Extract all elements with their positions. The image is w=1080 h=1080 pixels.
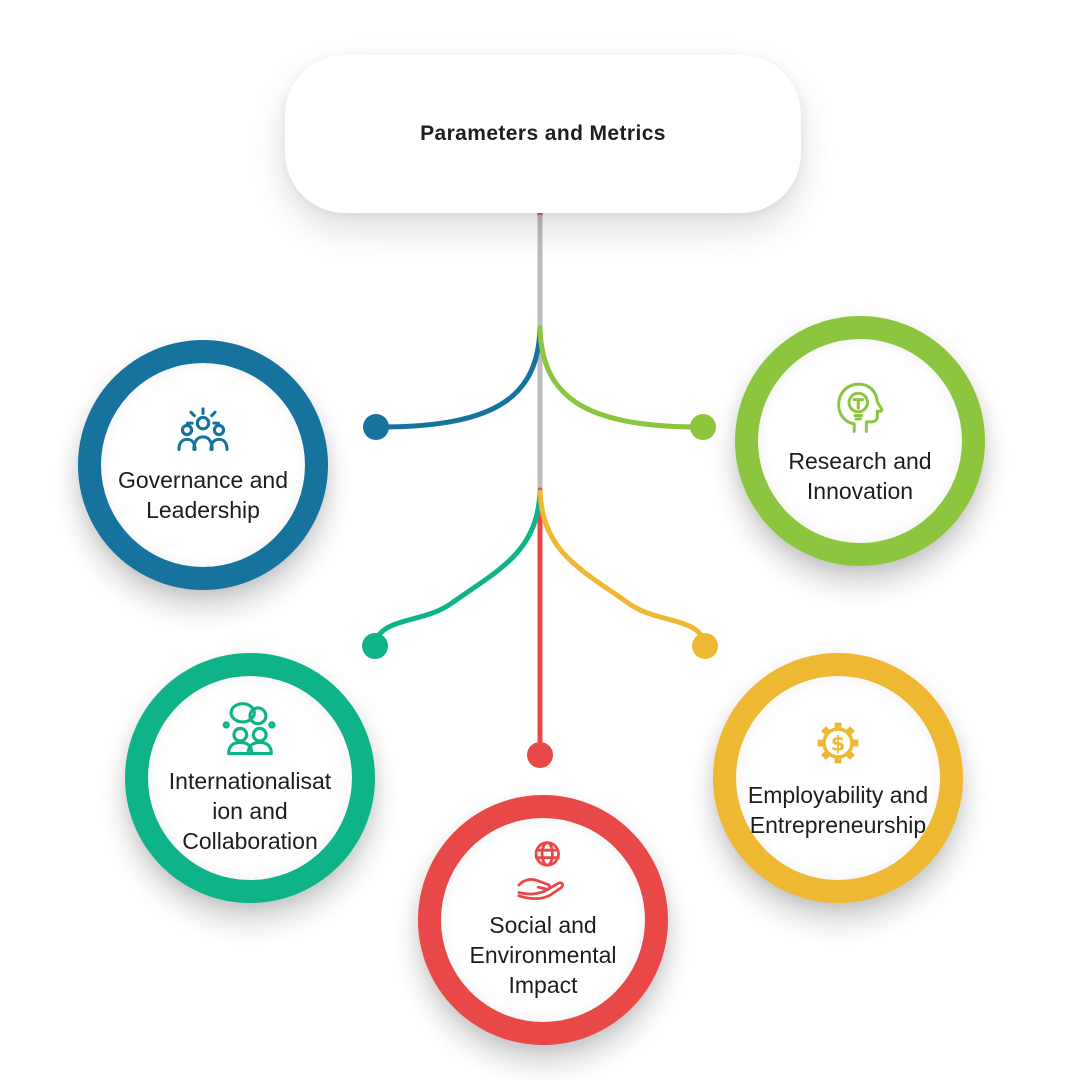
- node-label: Internationalisat ion and Collaboration: [169, 766, 331, 856]
- branch-governance: [377, 325, 543, 430]
- branch-end-dot-internationalisation: [362, 633, 388, 659]
- node-label: Employability and Entrepreneurship: [748, 780, 928, 840]
- branch-internationalisation: [373, 489, 543, 643]
- label-line: Employability and: [747, 782, 929, 808]
- branch-employability: [537, 489, 707, 643]
- branch-end-dot-governance: [363, 414, 389, 440]
- label-line: Impact: [508, 972, 578, 998]
- node-label: Governance and Leadership: [118, 465, 288, 525]
- label-line: Collaboration: [182, 828, 318, 854]
- label-line: Internationalisat: [168, 768, 332, 794]
- label-line: ion and: [212, 798, 288, 824]
- gear-dollar-icon: $: [817, 722, 859, 764]
- node-label: Social and Environmental Impact: [469, 910, 616, 1000]
- node-social-and-environmental-impact: Social and Environmental Impact: [418, 795, 668, 1045]
- label-line: Leadership: [146, 497, 260, 523]
- label-line: Social and: [489, 912, 597, 938]
- node-internationalisation-and-collaboration: Internationalisat ion and Collaboration: [125, 653, 375, 903]
- node-governance-and-leadership: Governance and Leadership: [78, 340, 328, 590]
- label-line: Entrepreneurship: [749, 812, 927, 838]
- stem-end-dot-red: [527, 742, 553, 768]
- label-line: Research and: [788, 448, 932, 474]
- title-text: Parameters and Metrics: [420, 122, 666, 145]
- node-label: Research and Innovation: [788, 446, 931, 506]
- branch-research: [537, 325, 703, 430]
- dollar-glyph: $: [831, 732, 846, 756]
- team-leadership-icon: [177, 407, 229, 451]
- hand-globe-icon: [517, 841, 564, 900]
- head-lightbulb-icon: [837, 382, 884, 433]
- title-card: Parameters and Metrics: [285, 55, 801, 213]
- branch-end-dot-employability: [692, 633, 718, 659]
- people-chat-icon: [222, 702, 276, 756]
- node-employability-and-entrepreneurship: $ Employability and Entrepreneurship: [713, 653, 963, 903]
- label-line: Governance and: [117, 467, 289, 493]
- label-line: Innovation: [806, 478, 914, 504]
- label-line: Environmental: [469, 942, 617, 968]
- branch-end-dot-research: [690, 414, 716, 440]
- node-research-and-innovation: Research and Innovation: [735, 316, 985, 566]
